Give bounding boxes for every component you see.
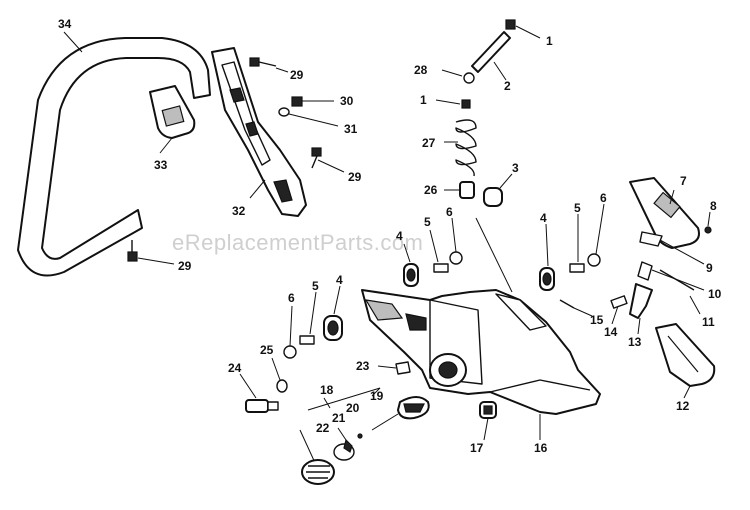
callout-21: 21 <box>332 411 346 425</box>
callout-27: 27 <box>422 136 436 150</box>
lever-assembly <box>637 231 705 315</box>
callout-16: 16 <box>534 441 548 455</box>
callout-5-right: 5 <box>574 201 581 215</box>
cap-assembly <box>299 387 430 485</box>
callout-6-left: 6 <box>288 291 295 305</box>
callout-25: 25 <box>260 343 274 357</box>
callout-17: 17 <box>470 441 484 455</box>
callout-33: 33 <box>154 158 168 172</box>
callout-9: 9 <box>706 261 713 275</box>
bolt-24 <box>239 373 279 413</box>
callout-labels: 34 33 32 29 30 31 29 29 1 2 28 1 27 26 3… <box>58 17 722 455</box>
callout-15: 15 <box>590 313 604 327</box>
bolt-29-lower <box>311 147 345 173</box>
callout-29-handle: 29 <box>178 259 192 273</box>
callout-14: 14 <box>604 325 618 339</box>
callout-18: 18 <box>320 383 334 397</box>
callout-24: 24 <box>228 361 242 375</box>
callout-5-left: 5 <box>312 279 319 293</box>
callout-28: 28 <box>414 63 428 77</box>
handle-grip-pad <box>149 85 196 154</box>
grip-cover-12 <box>655 323 716 399</box>
bolt-29-handle <box>127 240 175 265</box>
callout-11: 11 <box>702 315 715 329</box>
callout-4-right: 4 <box>540 211 547 225</box>
callout-32: 32 <box>232 204 246 218</box>
washer-25 <box>271 357 288 393</box>
callout-26: 26 <box>424 183 438 197</box>
callout-12: 12 <box>676 399 690 413</box>
callout-1-top: 1 <box>546 34 553 48</box>
mount-set-center <box>403 217 463 287</box>
callout-7: 7 <box>680 174 687 188</box>
callout-4-center: 4 <box>396 229 403 243</box>
mount-rubber-3 <box>483 173 513 207</box>
plug-17 <box>479 401 497 441</box>
callout-3: 3 <box>512 161 519 175</box>
callout-29-upper: 29 <box>290 68 304 82</box>
nut-23 <box>377 361 411 375</box>
washer-31 <box>278 107 339 127</box>
callout-34: 34 <box>58 17 72 31</box>
callout-29-lower: 29 <box>348 170 362 184</box>
watermark-text: eReplacementParts.com <box>172 230 423 255</box>
callout-10: 10 <box>708 287 722 301</box>
main-frame <box>361 217 601 440</box>
callout-31: 31 <box>344 122 358 136</box>
callout-2: 2 <box>504 79 511 93</box>
trigger-parts <box>559 283 653 335</box>
callout-20: 20 <box>346 401 360 415</box>
handle-bracket <box>211 47 307 217</box>
callout-13: 13 <box>628 335 642 349</box>
mount-set-right <box>539 203 605 291</box>
nut-30 <box>291 96 334 107</box>
callout-5-center: 5 <box>424 215 431 229</box>
callout-1-mid: 1 <box>420 93 427 107</box>
callout-6-right: 6 <box>600 191 607 205</box>
callout-19: 19 <box>370 389 384 403</box>
callout-23: 23 <box>356 359 370 373</box>
rod-assembly <box>435 19 541 109</box>
mount-set-left <box>283 285 343 359</box>
front-handle-bar <box>17 31 211 277</box>
callout-30: 30 <box>340 94 354 108</box>
callout-8: 8 <box>710 199 717 213</box>
callout-6-center: 6 <box>446 205 453 219</box>
bolt-29-upper <box>249 57 289 73</box>
callout-22: 22 <box>316 421 330 435</box>
callout-4-left: 4 <box>336 273 343 287</box>
damper-26 <box>444 181 475 199</box>
spring-27 <box>444 119 477 177</box>
